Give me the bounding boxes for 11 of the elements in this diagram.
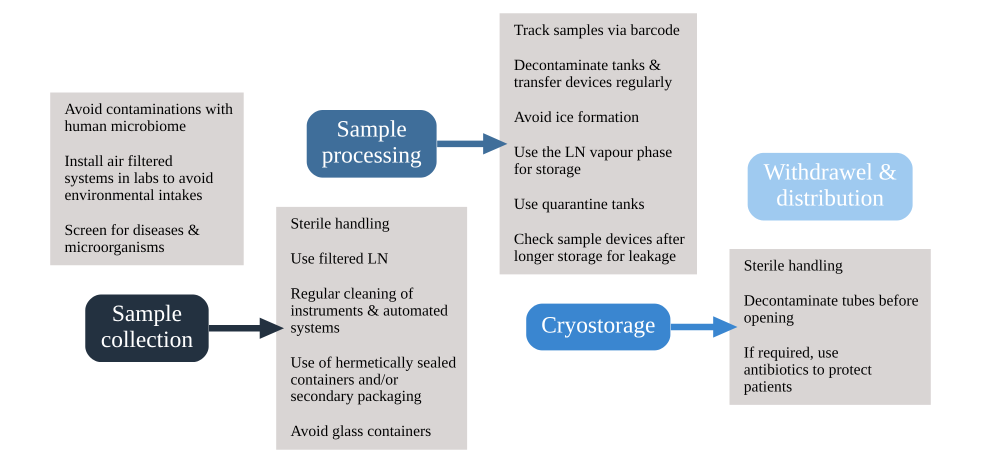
arrow: [437, 133, 508, 154]
node-box: Sterile handling Use filtered LN Regular cleaning of instruments & automated systems Use of hermetically sealed containers and/or secondary packaging Avoid glass containers: [276, 206, 468, 450]
node-box: Withdrawel & distribution: [748, 152, 913, 220]
node-box: Sample collection: [85, 294, 209, 362]
node-box: Avoid contaminations with human microbiome Install air filtered systems in labs to avoid environmental intakes Screen for diseases & microorganisms: [50, 92, 244, 266]
arrow: [208, 318, 284, 339]
node-box: Sample processing: [306, 110, 437, 178]
node-box: Sterile handling Decontaminate tubes before opening If required, use antibiotics to protect patients: [729, 249, 931, 405]
arrow: [670, 316, 738, 338]
node-box: Track samples via barcode Decontaminate tanks & transfer devices regularly Avoid ice formation Use the LN vapour phase for storage Use quarantine tanks Check sample devices after longer storage for leakage: [500, 13, 698, 274]
node-box: Cryostorage: [526, 304, 670, 350]
